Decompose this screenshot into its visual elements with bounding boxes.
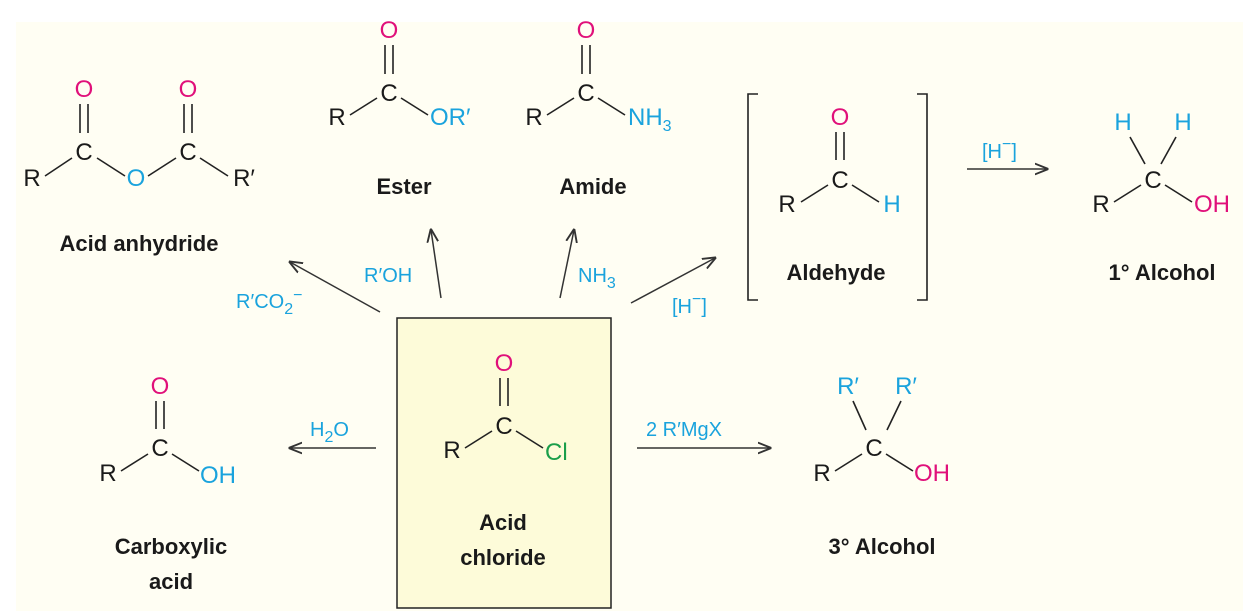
acid-chloride-cl: Cl <box>545 439 568 466</box>
carboxylic-acid-label-line2: acid <box>149 569 193 594</box>
amide-label: Amide <box>559 174 626 199</box>
ester-or-prime: OR′ <box>430 104 471 131</box>
anhydride-carbon-2: C <box>179 139 196 166</box>
acid-chloride-oxygen: O <box>495 350 514 377</box>
ester-label: Ester <box>376 174 431 199</box>
tertiary-alcohol-r-prime-2: R′ <box>895 373 917 400</box>
primary-alcohol-h2: H <box>1174 109 1191 136</box>
tertiary-alcohol-r-prime-1: R′ <box>837 373 859 400</box>
aldehyde-label: Aldehyde <box>786 260 885 285</box>
primary-alcohol-label: 1° Alcohol <box>1109 260 1216 285</box>
arrow-to-aldehyde <box>630 258 715 304</box>
reagent-grignard: 2 R′MgX <box>646 419 722 441</box>
amide-carbon: C <box>577 80 594 107</box>
anhydride-r-prime: R′ <box>233 165 255 192</box>
tertiary-alcohol-label: 3° Alcohol <box>829 534 936 559</box>
carboxylic-acid-oh: OH <box>200 462 236 489</box>
reagent-hydride-2: [H−] <box>982 136 1017 163</box>
acid-chloride-label-line2: chloride <box>460 545 546 570</box>
aldehyde-h: H <box>883 191 900 218</box>
amide-r: R <box>525 104 542 131</box>
acid-chloride-carbon: C <box>495 413 512 440</box>
acid-chloride-structure: O C R Cl <box>443 350 567 466</box>
reagent-carboxylate: R′CO2− <box>236 287 302 318</box>
arrow-to-ester <box>431 230 442 299</box>
anhydride-bridging-oxygen: O <box>127 165 146 192</box>
acid-anhydride-label: Acid anhydride <box>60 231 219 256</box>
carboxylic-acid-oxygen: O <box>151 373 170 400</box>
tertiary-alcohol-oh: OH <box>914 460 950 487</box>
tertiary-alcohol-carbon: C <box>865 435 882 462</box>
anhydride-oxygen-2: O <box>179 76 198 103</box>
tertiary-alcohol-r: R <box>813 460 830 487</box>
amide-oxygen: O <box>577 17 596 44</box>
diagram-background <box>16 22 1243 611</box>
reagent-hydride-1: [H−] <box>672 291 707 318</box>
acid-chloride-label-line1: Acid <box>479 510 527 535</box>
reagent-water: H2O <box>310 419 349 446</box>
acid-anhydride-structure: O C R O O C R′ <box>23 76 255 192</box>
ester-structure: O C R OR′ <box>328 17 471 131</box>
carboxylic-acid-label-line1: Carboxylic <box>115 534 228 559</box>
anhydride-r: R <box>23 165 40 192</box>
primary-alcohol-h1: H <box>1114 109 1131 136</box>
primary-alcohol-oh: OH <box>1194 191 1230 218</box>
aldehyde-oxygen: O <box>831 104 850 131</box>
reagent-ammonia: NH3 <box>578 265 616 292</box>
carboxylic-acid-r: R <box>99 460 116 487</box>
ester-carbonyl-oxygen: O <box>380 17 399 44</box>
anhydride-oxygen-1: O <box>75 76 94 103</box>
carboxylic-acid-carbon: C <box>151 435 168 462</box>
amide-structure: O C R NH3 <box>525 17 671 135</box>
anhydride-carbon-1: C <box>75 139 92 166</box>
acid-chloride-r: R <box>443 437 460 464</box>
aldehyde-bracket <box>747 93 928 301</box>
carboxylic-acid-structure: O C R OH <box>99 373 236 489</box>
ester-r: R <box>328 104 345 131</box>
aldehyde-r: R <box>778 191 795 218</box>
acid-chloride-box <box>396 317 612 609</box>
amide-nh2: NH3 <box>628 104 672 135</box>
tertiary-alcohol-structure: R′ R′ C R OH <box>813 373 950 487</box>
primary-alcohol-r: R <box>1092 191 1109 218</box>
arrow-to-amide <box>559 230 574 299</box>
primary-alcohol-structure: H H C R OH <box>1092 109 1230 218</box>
aldehyde-structure: O C R H <box>778 104 900 218</box>
primary-alcohol-carbon: C <box>1144 167 1161 194</box>
arrow-to-anhydride <box>290 262 381 313</box>
aldehyde-carbon: C <box>831 167 848 194</box>
ester-carbon: C <box>380 80 397 107</box>
reagent-alcohol: R′OH <box>364 265 412 287</box>
